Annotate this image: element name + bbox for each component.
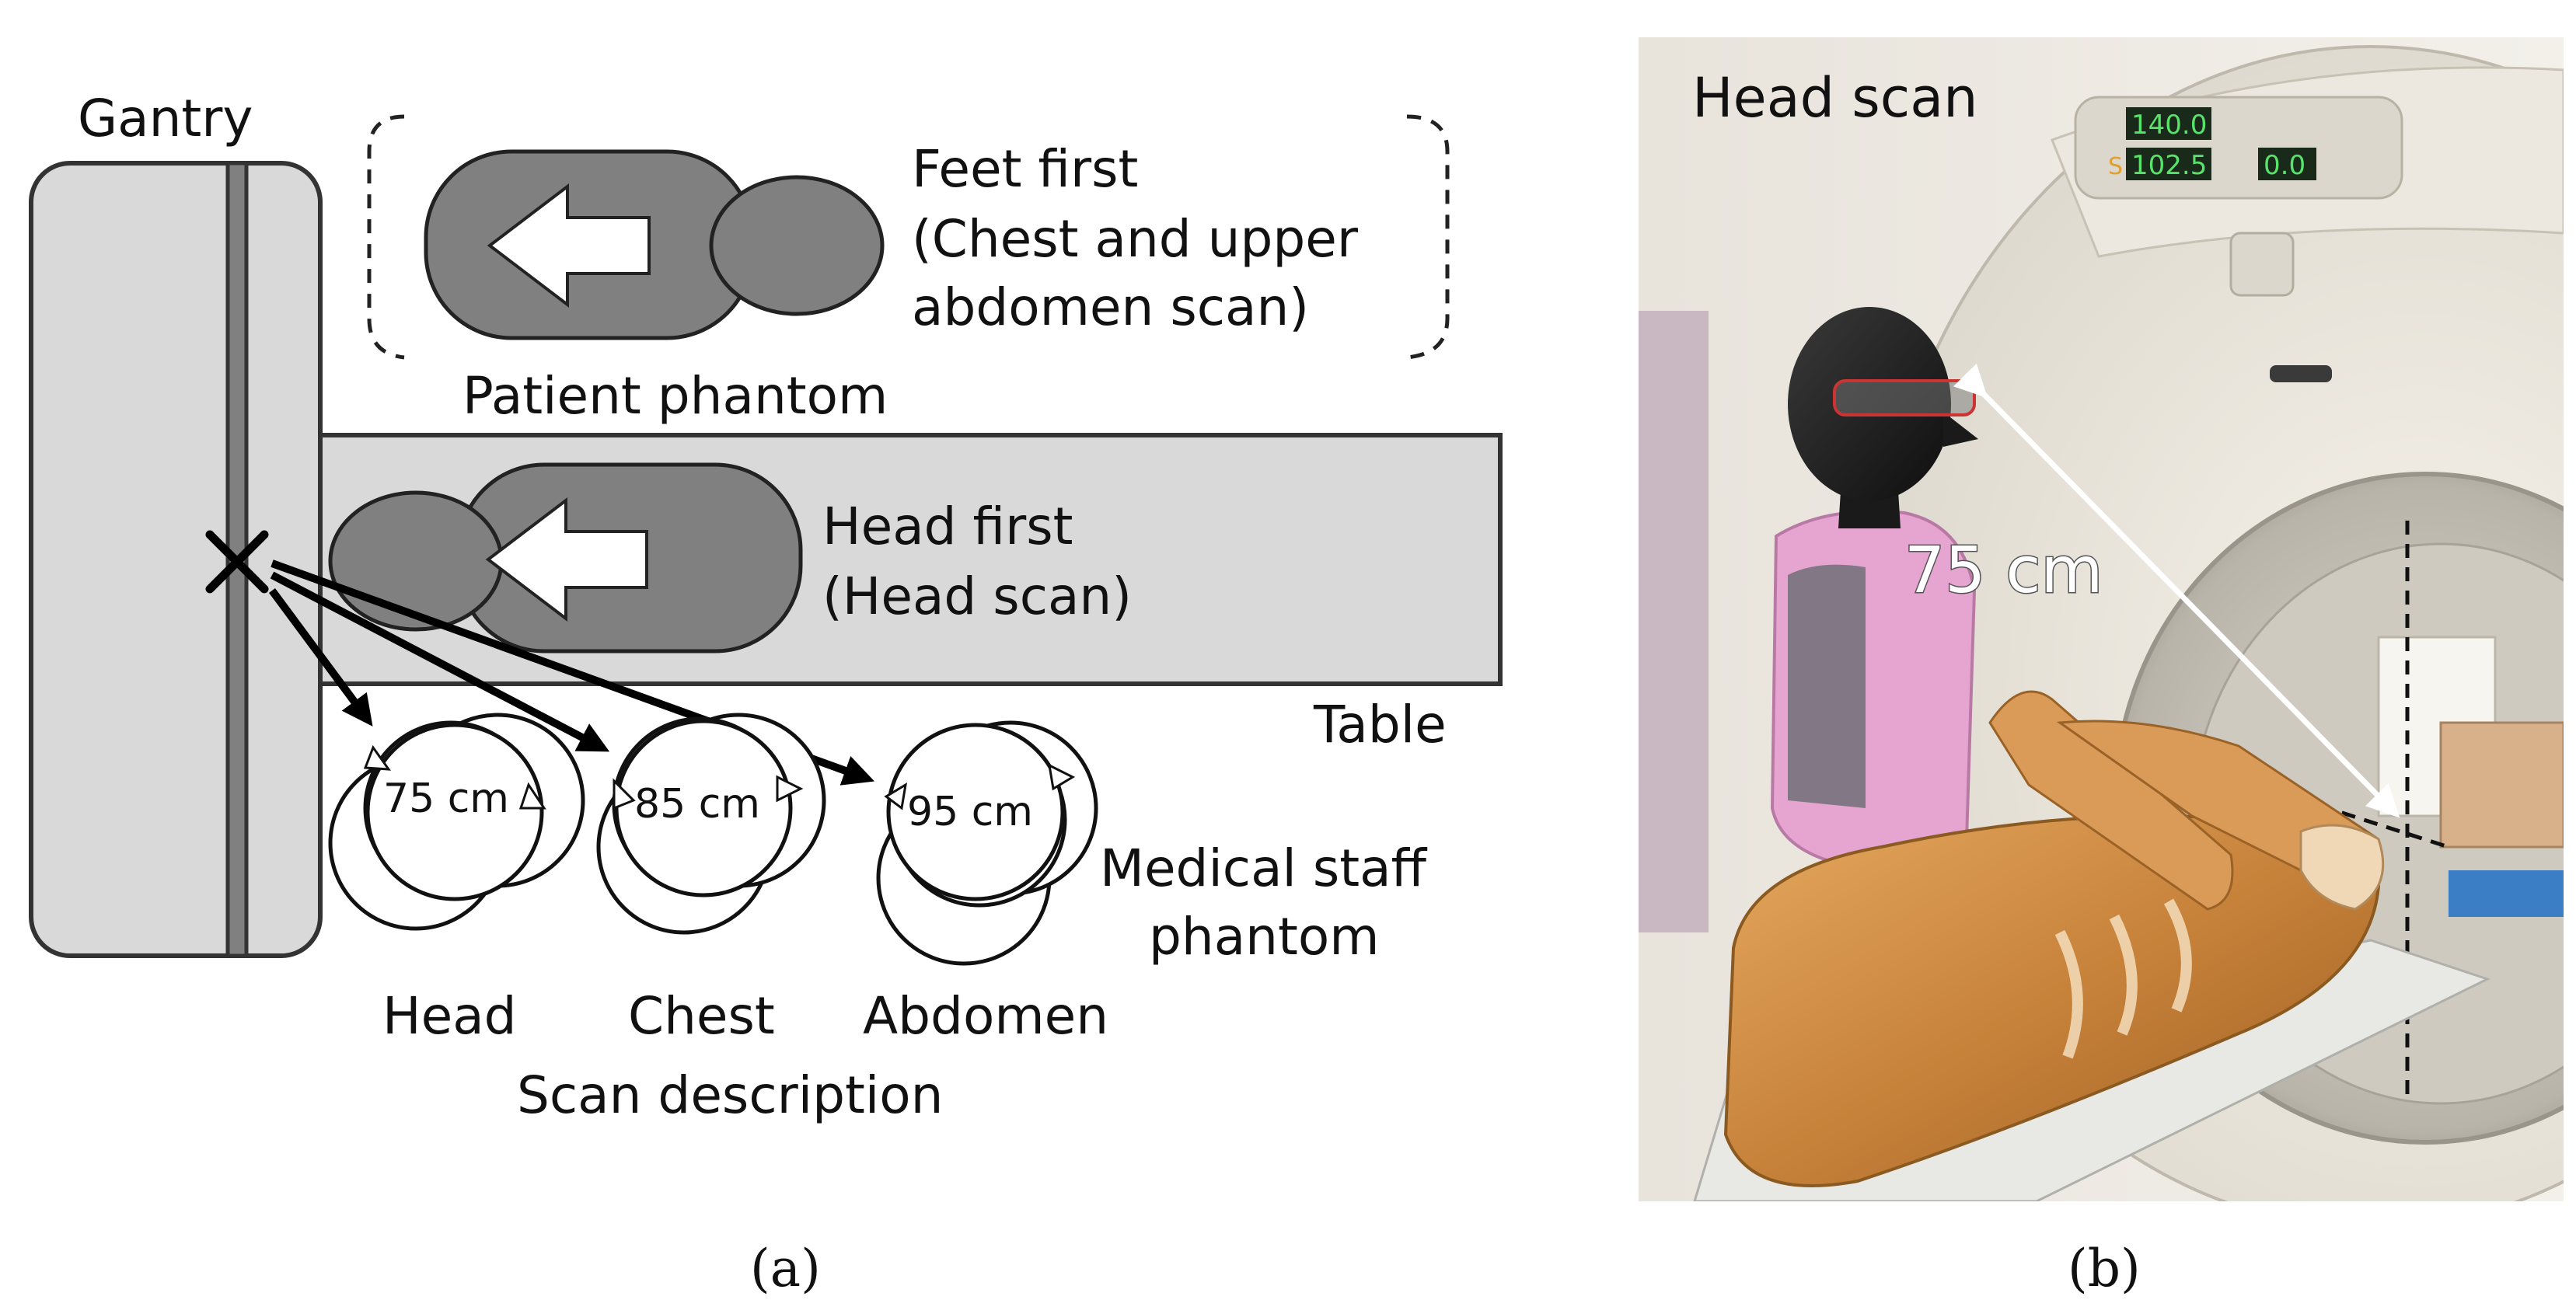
dashed-bracket-left [367,114,405,360]
display-bottom-left: 102.5 [2131,150,2207,181]
patient-rib [2109,914,2138,1036]
display-screen [2126,107,2211,140]
panel-a-diagram: Gantry Feet first (Chest and upper abdom… [29,89,1503,1298]
staff-nose-mark [613,778,636,810]
display-panel [2074,96,2403,200]
display-screen [2126,148,2211,180]
head-first-phantom-head [328,490,504,632]
scan-label-chest: Chest [628,986,775,1046]
photo-title: Head scan [1692,66,1978,130]
staff-phantom-head: 75 cm Head [328,713,585,1046]
display-top-left: 140.0 [2131,110,2207,141]
gantry-button-icon [2229,232,2295,297]
head-first-group: Head first (Head scan) [328,462,1132,654]
scan-label-abdomen: Abdomen [863,986,1108,1046]
window-blind [1639,311,1709,932]
feet-first-line2: (Chest and upper [912,209,1359,269]
staff-label-line1: Medical staff [1100,838,1428,898]
patient-rib [2163,898,2192,1012]
gantry-body [29,161,323,958]
display-screen [2258,148,2316,180]
staff-nose-mark [518,782,546,810]
patient-rib [2054,929,2083,1059]
staff-phantom-front-circle [365,723,544,901]
distance-arrow-chest [270,571,610,752]
feet-first-phantom-head [709,175,885,316]
table-label: Table [1313,695,1447,755]
staff-nose-mark [884,782,908,810]
scan-label-head: Head [382,986,517,1046]
staff-phantom-abdomen: 95 cm Abdomen [863,720,1108,1046]
distance-arrow-photo [1953,363,2400,818]
bore-box-icon [2439,721,2564,849]
staff-nose-mark [776,775,804,803]
staff-distance-label: 85 cm [634,781,760,828]
patient-phantom-label: Patient phantom [462,366,888,426]
gantry-display: 140.0 102.5 0.0 S [2074,96,2403,200]
display-side-mark: S [2108,153,2123,180]
caption-b: (b) [2068,1239,2141,1298]
staff-distance-label: 75 cm [383,775,509,822]
head-first-line2: (Head scan) [822,566,1132,626]
distance-arrow-head [268,588,373,727]
feet-first-group: Feet first (Chest and upper abdomen scan… [367,114,1450,360]
feet-first-arrow-icon [487,183,651,308]
patient-torso [1723,814,2381,1187]
gantry-slot-icon [2270,365,2332,382]
head-first-line1: Head first [822,497,1073,556]
bore-dashed-line [2230,775,2449,849]
medical-staff-phantom [1770,307,1978,932]
head-first-arrow-icon [485,497,648,622]
staff-phantom-chest: 85 cm Chest [596,713,826,1046]
staff-phantom-front-circle [886,723,1065,901]
display-bottom-right: 0.0 [2264,150,2305,181]
isocenter-cross-icon [205,530,269,594]
bore-tray-icon [2449,870,2564,917]
caption-a: (a) [750,1239,821,1298]
dashed-bracket-right [1406,114,1450,360]
staff-apron-window [1788,564,1866,808]
staff-nose-mark [363,744,392,771]
staff-label-line2: phantom [1149,907,1380,967]
scan-description-label: Scan description [517,1065,943,1125]
feet-first-line1: Feet first [912,139,1138,199]
gantry-label: Gantry [78,89,253,148]
staff-glasses [1833,379,1976,416]
feet-first-line3: abdomen scan) [912,277,1309,337]
patient-hand [2299,824,2385,911]
staff-distance-label: 95 cm [907,789,1033,835]
photo-distance-label: 75 cm [1904,534,2103,608]
staff-nose-mark [1048,763,1076,791]
panel-b-photo: 140.0 102.5 0.0 S [1639,37,2564,1298]
